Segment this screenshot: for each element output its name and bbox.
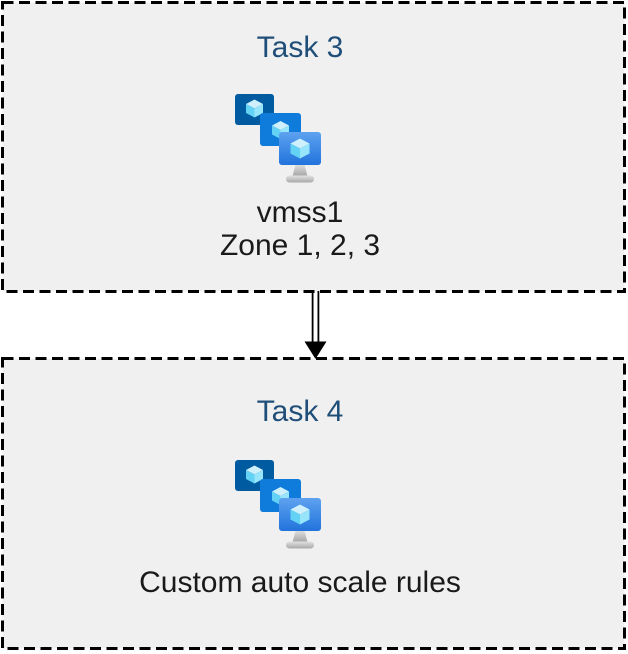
zones-label: Zone 1, 2, 3 bbox=[219, 229, 381, 262]
task4-title: Task 4 bbox=[256, 395, 344, 428]
task4-box: Task 4 Custom auto scale rules bbox=[1, 357, 626, 650]
vmss-icon bbox=[235, 460, 321, 549]
task3-box: Task 3 vmss1 Zone 1, 2, 3 bbox=[1, 1, 626, 293]
task3-content: Task 3 vmss1 Zone 1, 2, 3 bbox=[4, 4, 623, 290]
task3-caption: vmss1 Zone 1, 2, 3 bbox=[220, 196, 380, 262]
vmss-icon bbox=[235, 94, 321, 183]
task4-caption: Custom auto scale rules bbox=[139, 566, 461, 599]
autoscale-rules-label: Custom auto scale rules bbox=[139, 566, 461, 599]
task3-title: Task 3 bbox=[256, 31, 344, 64]
down-arrow-connector-icon bbox=[304, 291, 327, 359]
task4-content: Task 4 Custom auto scale rules bbox=[4, 360, 623, 647]
vmss-name-label: vmss1 bbox=[256, 196, 344, 229]
